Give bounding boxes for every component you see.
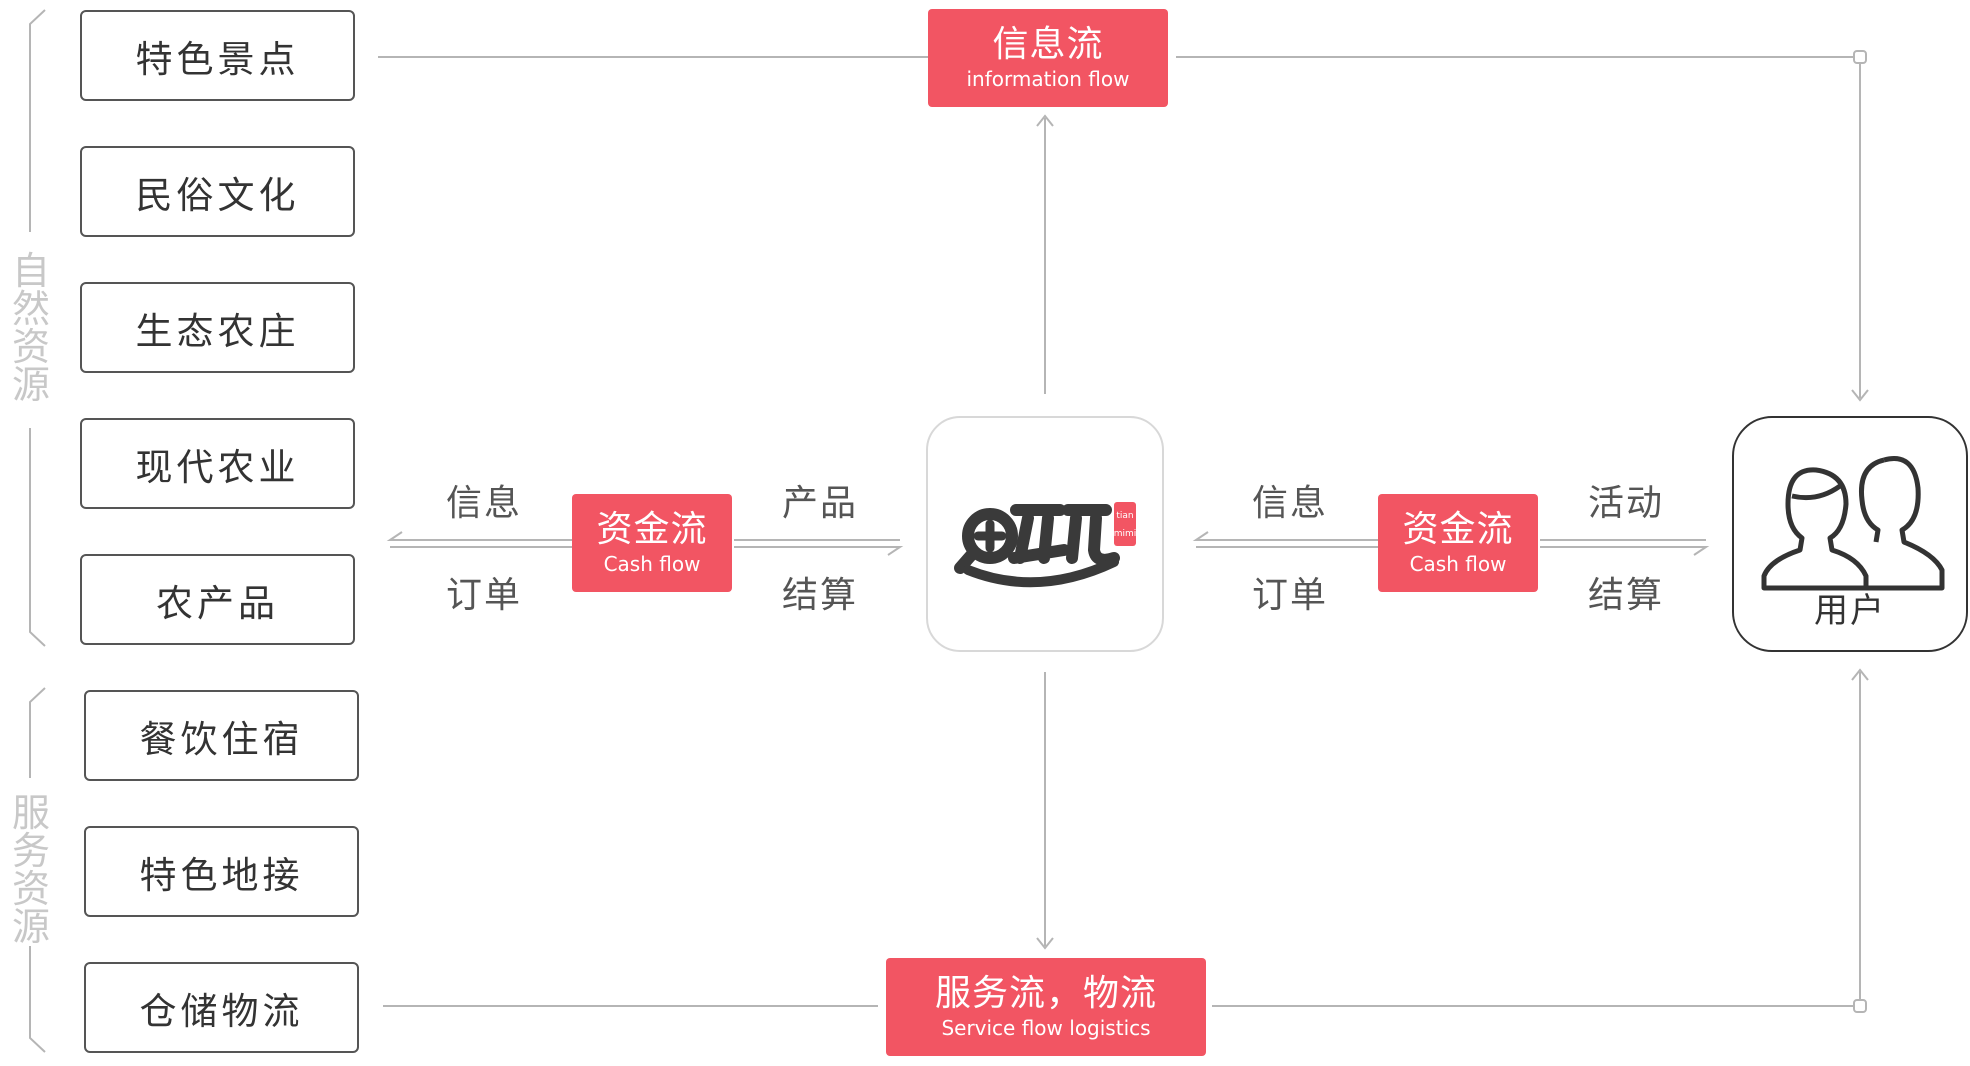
- left-flow-info-label: 信息: [446, 483, 523, 524]
- resource-eco-farm: 生态农庄: [80, 282, 355, 373]
- platform-up-arrowhead: [1036, 114, 1054, 127]
- user-label: 用户: [1814, 591, 1886, 631]
- left-cash-flow-title: 资金流: [596, 509, 708, 550]
- tianmimi-logo-icon: tian mimi: [954, 502, 1137, 588]
- natural-resources-label: 自然资源: [11, 249, 50, 407]
- resource-dining-lodging: 餐饮住宿: [84, 690, 359, 781]
- info-flow-end-node: [1853, 50, 1867, 64]
- resource-farm-products: 农产品: [80, 554, 355, 645]
- platform-app-box: tian mimi: [926, 416, 1164, 652]
- svg-text:mimi: mimi: [1114, 529, 1137, 539]
- user-down-arrowhead: [1851, 389, 1869, 402]
- right-cash-flow-title: 资金流: [1402, 509, 1514, 550]
- right-cash-flow-subtitle: Cash flow: [1409, 552, 1507, 576]
- resource-folk-culture: 民俗文化: [80, 146, 355, 237]
- resource-warehousing-logistics: 仓储物流: [84, 962, 359, 1053]
- right-cash-flow-box: 资金流 Cash flow: [1378, 494, 1538, 592]
- left-cash-flow-subtitle: Cash flow: [603, 552, 701, 576]
- service-resources-label: 服务资源: [11, 791, 50, 949]
- resource-scenic-spots: 特色景点: [80, 10, 355, 101]
- service-flow-subtitle: Service flow logistics: [941, 1016, 1151, 1040]
- left-cash-left-arrowhead: [386, 531, 403, 541]
- resource-modern-agriculture: 现代农业: [80, 418, 355, 509]
- right-flow-activity-label: 活动: [1588, 483, 1665, 524]
- left-cash-right-arrowhead: [887, 546, 904, 556]
- left-flow-settlement-label: 结算: [782, 575, 859, 616]
- user-up-arrowhead: [1851, 668, 1869, 681]
- right-flow-order-label: 订单: [1252, 575, 1329, 616]
- service-flow-end-node: [1853, 999, 1867, 1013]
- platform-down-arrowhead: [1036, 937, 1054, 950]
- right-flow-settlement-label: 结算: [1588, 575, 1665, 616]
- information-flow-box: 信息流 information flow: [928, 9, 1168, 107]
- right-cash-left-arrowhead: [1192, 531, 1209, 541]
- left-flow-product-label: 产品: [782, 483, 859, 524]
- resource-local-reception: 特色地接: [84, 826, 359, 917]
- users-icon: [1761, 456, 1945, 591]
- svg-text:tian: tian: [1116, 511, 1133, 521]
- service-flow-title: 服务流，物流: [934, 973, 1157, 1014]
- service-flow-box: 服务流，物流 Service flow logistics: [886, 958, 1206, 1056]
- information-flow-subtitle: information flow: [966, 67, 1130, 91]
- right-cash-right-arrowhead: [1693, 546, 1710, 556]
- information-flow-title: 信息流: [992, 24, 1104, 65]
- left-flow-order-label: 订单: [446, 575, 523, 616]
- right-flow-info-label: 信息: [1252, 483, 1329, 524]
- user-box: 用户: [1732, 416, 1968, 652]
- left-cash-flow-box: 资金流 Cash flow: [572, 494, 732, 592]
